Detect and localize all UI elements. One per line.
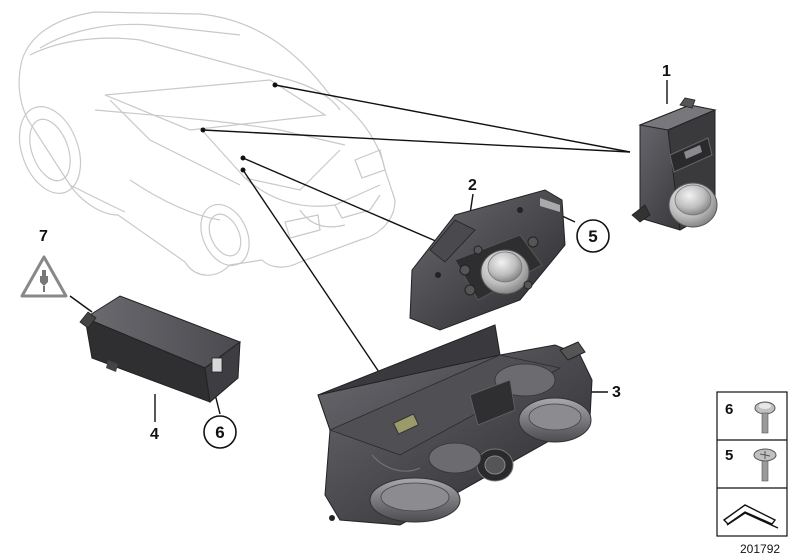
esd-warning-icon <box>20 255 68 298</box>
leader-car-to-1b <box>202 129 631 153</box>
part-2-controller-plate <box>409 189 566 331</box>
screw-5-icon <box>753 448 777 482</box>
assembly-symbol-icon <box>722 504 779 529</box>
fastener-table: 6 5 <box>716 391 788 537</box>
leader-dot <box>200 127 206 133</box>
callout-6-circle <box>203 415 237 449</box>
callout-6: 6 <box>215 423 224 442</box>
vehicle-outline <box>18 11 396 276</box>
table-label-6: 6 <box>725 401 733 418</box>
leader-7-to-part <box>69 295 93 313</box>
diagram-id: 201792 <box>740 542 780 556</box>
callout-7: 7 <box>39 228 48 245</box>
leader-car-to-1a <box>274 84 631 153</box>
leader-car-to-3 <box>242 169 384 379</box>
bolt-6-icon <box>754 401 776 434</box>
leader-dot <box>240 155 246 161</box>
part-4-control-module <box>79 295 242 403</box>
callout-2: 2 <box>468 177 477 194</box>
callout-3: 3 <box>612 384 621 401</box>
leader-dot <box>240 167 246 173</box>
leader-car-to-2 <box>242 157 439 243</box>
callout-4: 4 <box>150 426 159 443</box>
callout-5: 5 <box>588 227 597 246</box>
callout-labels: 1 2 3 4 7 5 6 <box>39 63 671 449</box>
callout-1: 1 <box>662 63 671 80</box>
part-3-console-housing <box>317 324 593 526</box>
leader-dot <box>272 82 278 88</box>
callout-5-circle <box>576 219 610 253</box>
part-1-controller <box>631 97 718 231</box>
table-label-5: 5 <box>725 447 733 464</box>
